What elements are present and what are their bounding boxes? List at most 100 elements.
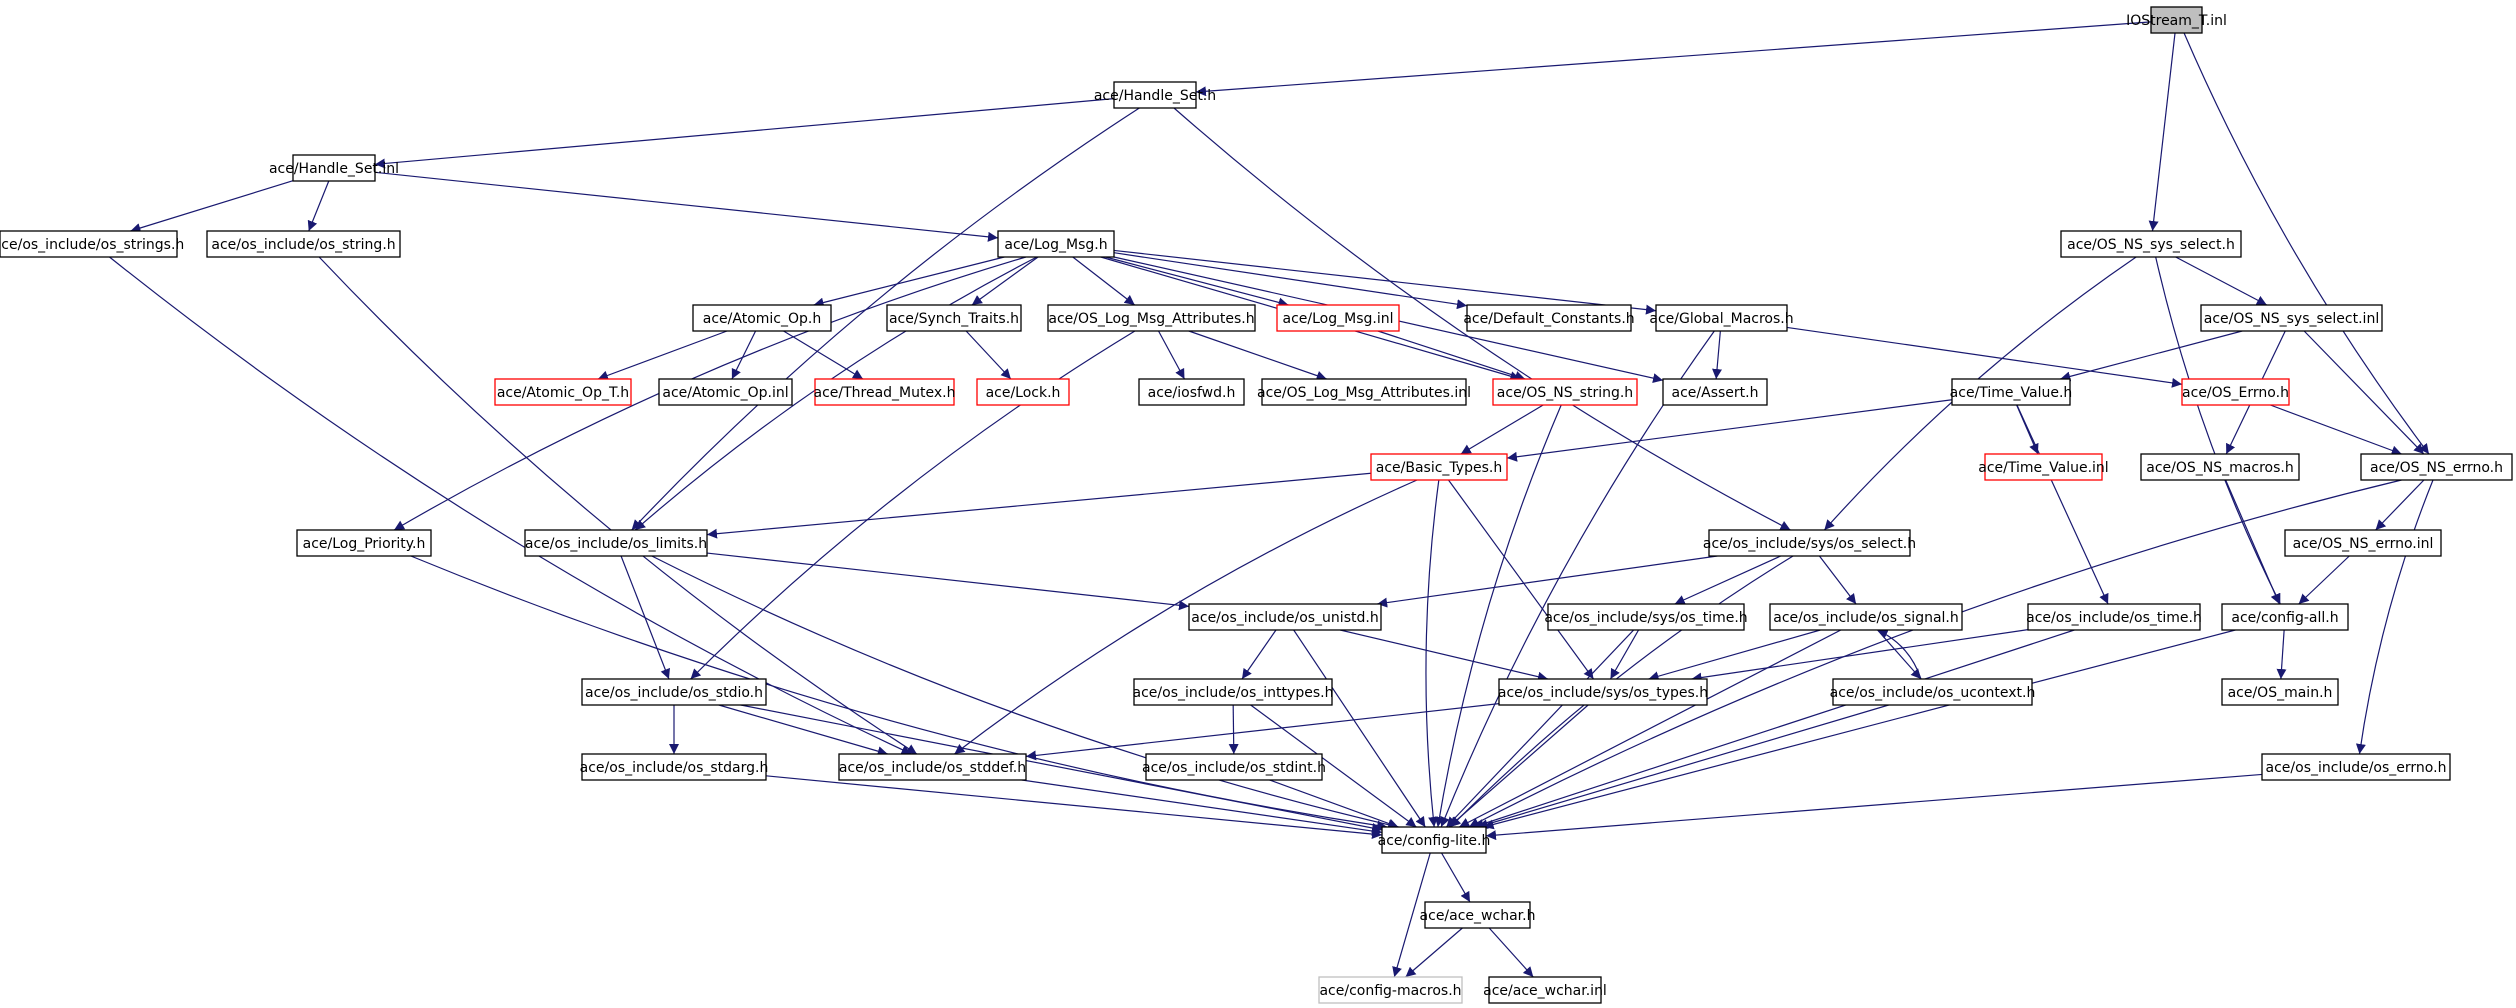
node-box	[1133, 678, 1333, 706]
edge-ace-basic-types-h-to-ace-os-include-sys-os-types-h	[1447, 479, 1595, 680]
node-box	[886, 304, 1022, 332]
node-ace-log-msg-h[interactable]: ace/Log_Msg.h	[997, 230, 1115, 258]
node-ace-os-errno-h[interactable]: ace/OS_Errno.h	[2181, 378, 2290, 406]
node-label: ace/Thread_Mutex.h	[814, 385, 956, 401]
edge-ace-log-msg-h-to-ace-synch-traits-h	[971, 256, 1039, 306]
node-ace-log-priority-h[interactable]: ace/Log_Priority.h	[296, 529, 432, 557]
node-ace-os-ns-string-h[interactable]: ace/OS_NS_string.h	[1492, 378, 1638, 406]
node-box	[2200, 304, 2383, 332]
node-label: ace/ace_wchar.inl	[1483, 983, 1607, 999]
node-ace-os-include-os-limits-h[interactable]: ace/os_include/os_limits.h	[524, 529, 708, 557]
node-ace-ace-wchar-h[interactable]: ace/ace_wchar.h	[1420, 901, 1536, 929]
node-ace-os-include-os-strings-h[interactable]: ace/os_include/os_strings.h	[0, 230, 184, 258]
node-ace-os-ns-sys-select-h[interactable]: ace/OS_NS_sys_select.h	[2060, 230, 2242, 258]
node-ace-atomic-op-h[interactable]: ace/Atomic_Op.h	[692, 304, 832, 332]
node-ace-os-include-os-stdio-h[interactable]: ace/os_include/os_stdio.h	[581, 678, 767, 706]
edge-ace-global-macros-h-to-ace-os-errno-h	[1786, 326, 2183, 388]
node-ace-default-constants-h[interactable]: ace/Default_Constants.h	[1463, 304, 1635, 332]
node-ace-os-include-sys-os-time-h[interactable]: ace/os_include/sys/os_time.h	[1544, 603, 1748, 631]
edge-ace-os-include-os-time-h-to-ace-config-lite-h	[1473, 629, 2075, 829]
node-ace-os-include-os-inttypes-h[interactable]: ace/os_include/os_inttypes.h	[1133, 678, 1334, 706]
node-label: ace/OS_NS_string.h	[1497, 385, 1633, 401]
edge-ace-os-ns-string-h-to-ace-config-lite-h	[1434, 404, 1562, 828]
node-box	[581, 753, 767, 781]
node-label: ace/Log_Msg.inl	[1283, 311, 1394, 327]
node-box	[2221, 603, 2349, 631]
node-ace-os-include-os-string-h[interactable]: ace/os_include/os_string.h	[206, 230, 401, 258]
node-ace-os-ns-sys-select-inl[interactable]: ace/OS_NS_sys_select.inl	[2200, 304, 2383, 332]
edge-ace-os-include-os-stdint-h-to-ace-config-lite-h	[1269, 779, 1399, 829]
node-ace-time-value-h[interactable]: ace/Time_Value.h	[1950, 378, 2073, 406]
node-ace-ace-wchar-inl[interactable]: ace/ace_wchar.inl	[1483, 976, 1607, 1004]
node-ace-os-ns-errno-inl[interactable]: ace/OS_NS_errno.inl	[2284, 529, 2442, 557]
node-ace-os-include-os-stdarg-h[interactable]: ace/os_include/os_stdarg.h	[580, 753, 769, 781]
node-label: ace/os_include/os_stdarg.h	[580, 760, 769, 776]
node-ace-time-value-inl[interactable]: ace/Time_Value.inl	[1978, 453, 2109, 481]
node-ace-atomic-op-inl[interactable]: ace/Atomic_Op.inl	[658, 378, 793, 406]
node-ace-thread-mutex-h[interactable]: ace/Thread_Mutex.h	[814, 378, 956, 406]
edge-ace-atomic-op-h-to-ace-thread-mutex-h	[783, 330, 864, 380]
edge-ace-os-include-os-strings-h-to-ace-os-include-os-stddef-h	[109, 256, 912, 755]
node-ace-os-log-msg-attributes-inl[interactable]: ace/OS_Log_Msg_Attributes.inl	[1257, 378, 1471, 406]
node-label: ace/OS_NS_sys_select.h	[2067, 237, 2235, 253]
node-box	[292, 154, 376, 182]
node-ace-os-main-h[interactable]: ace/OS_main.h	[2221, 678, 2339, 706]
edge-ace-log-msg-h-to-ace-atomic-op-h	[813, 256, 1005, 308]
node-ace-os-include-sys-os-select-h[interactable]: ace/os_include/sys/os_select.h	[1703, 529, 1916, 557]
node-ace-os-include-os-errno-h[interactable]: ace/os_include/os_errno.h	[2261, 753, 2451, 781]
node-ace-assert-h[interactable]: ace/Assert.h	[1662, 378, 1768, 406]
node-ace-log-msg-inl[interactable]: ace/Log_Msg.inl	[1276, 304, 1400, 332]
node-label: ace/os_include/sys/os_types.h	[1498, 685, 1708, 701]
edge-ace-os-include-os-signal-h-to-ace-os-include-os-ucontext-h	[1877, 629, 1922, 680]
node-ace-os-log-msg-attributes-h[interactable]: ace/OS_Log_Msg_Attributes.h	[1047, 304, 1256, 332]
edge-ace-os-include-sys-os-types-h-to-ace-os-include-os-stddef-h	[1025, 703, 1500, 761]
node-ace-os-ns-errno-h[interactable]: ace/OS_NS_errno.h	[2360, 453, 2513, 481]
node-ace-os-include-os-time-h[interactable]: ace/os_include/os_time.h	[2026, 603, 2202, 631]
node-label: ace/config-macros.h	[1319, 983, 1461, 999]
node-ace-os-include-os-ucontext-h[interactable]: ace/os_include/os_ucontext.h	[1830, 678, 2036, 706]
node-ace-os-include-os-stddef-h[interactable]: ace/os_include/os_stddef.h	[838, 753, 1027, 781]
node-ace-atomic-op-t-h[interactable]: ace/Atomic_Op_T.h	[494, 378, 632, 406]
node-label: ace/config-all.h	[2231, 610, 2338, 626]
node-ace-config-macros-h[interactable]: ace/config-macros.h	[1318, 976, 1463, 1004]
node-ace-config-lite-h[interactable]: ace/config-lite.h	[1378, 826, 1491, 854]
node-box	[976, 378, 1070, 406]
node-ace-basic-types-h[interactable]: ace/Basic_Types.h	[1370, 453, 1508, 481]
node-box	[2150, 6, 2203, 34]
node-ace-os-include-os-stdint-h[interactable]: ace/os_include/os_stdint.h	[1142, 753, 1326, 781]
node-ace-global-macros-h[interactable]: ace/Global_Macros.h	[1649, 304, 1794, 332]
node-box	[1145, 753, 1323, 781]
node-ace-lock-h[interactable]: ace/Lock.h	[976, 378, 1070, 406]
node-label: ace/os_include/os_string.h	[211, 237, 395, 253]
node-ace-os-include-os-unistd-h[interactable]: ace/os_include/os_unistd.h	[1188, 603, 1382, 631]
node-iostream-t-inl[interactable]: IOStream_T.inl	[2126, 6, 2227, 34]
edge-ace-os-ns-errno-h-to-ace-os-ns-errno-inl	[2375, 479, 2425, 531]
node-ace-handle-set-h[interactable]: ace/Handle_Set.h	[1094, 81, 1216, 109]
edge-ace-handle-set-h-to-ace-os-include-os-limits-h	[631, 107, 1140, 531]
node-box	[2261, 753, 2451, 781]
node-box	[494, 378, 632, 406]
node-box	[2284, 529, 2442, 557]
node-box	[997, 230, 1115, 258]
node-ace-os-include-sys-os-types-h[interactable]: ace/os_include/sys/os_types.h	[1498, 678, 1708, 706]
node-ace-handle-set-inl[interactable]: ace/Handle_Set.inl	[269, 154, 399, 182]
node-box	[1113, 81, 1197, 109]
node-label: ace/Log_Msg.h	[1004, 237, 1107, 253]
edge-ace-config-lite-h-to-ace-ace-wchar-h	[1441, 852, 1471, 903]
edge-ace-os-include-os-inttypes-h-to-ace-config-lite-h	[1250, 704, 1417, 828]
edge-ace-os-log-msg-attributes-h-to-ace-iosfwd-h	[1158, 330, 1185, 380]
node-ace-os-ns-macros-h[interactable]: ace/OS_NS_macros.h	[2140, 453, 2300, 481]
node-ace-synch-traits-h[interactable]: ace/Synch_Traits.h	[886, 304, 1022, 332]
edge-ace-os-ns-errno-h-to-ace-os-include-os-errno-h	[2355, 479, 2434, 755]
node-ace-config-all-h[interactable]: ace/config-all.h	[2221, 603, 2349, 631]
node-box	[1655, 304, 1788, 332]
edge-ace-os-log-msg-attributes-h-to-ace-os-log-msg-attributes-inl	[1188, 330, 1327, 381]
edge-ace-os-include-os-signal-h-to-ace-config-lite-h	[1458, 629, 1842, 828]
node-ace-os-include-os-signal-h[interactable]: ace/os_include/os_signal.h	[1769, 603, 1963, 631]
edge-ace-time-value-h-to-ace-basic-types-h	[1506, 399, 1953, 462]
edge-ace-handle-set-h-to-ace-handle-set-inl	[374, 98, 1115, 169]
node-layer: IOStream_T.inl ace/Handle_Set.h ace/Handle…	[0, 6, 2513, 1004]
edge-ace-os-ns-string-h-to-ace-basic-types-h	[1460, 404, 1544, 455]
node-ace-iosfwd-h[interactable]: ace/iosfwd.h	[1138, 378, 1245, 406]
node-box	[2027, 603, 2201, 631]
